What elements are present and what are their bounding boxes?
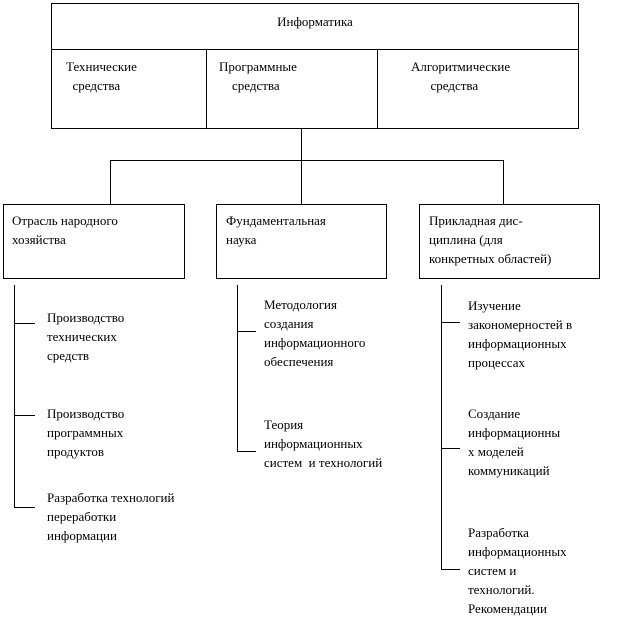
branch-title-economy: Отрасль народного хозяйства — [12, 213, 118, 247]
branch-title-fundamental: Фундаментальная наука — [226, 213, 326, 247]
top-column-technical: Технические средства — [66, 59, 137, 93]
branch-box — [3, 204, 185, 279]
branch-item: Разработка технологий переработки информ… — [47, 490, 175, 543]
top-column-algorithmic: Алгоритмические средства — [411, 59, 511, 93]
branch-box — [216, 204, 387, 279]
branch-item: Производство технических средств — [47, 310, 125, 363]
top-title: Информатика — [277, 14, 353, 29]
top-column-software: Программные средства — [219, 59, 297, 93]
branch-box — [419, 204, 600, 279]
top-box — [51, 3, 579, 129]
branch-title-applied: Прикладная дис- циплина (для конкретных … — [429, 213, 552, 266]
branch-item: Методология создания информационного обе… — [264, 297, 366, 369]
branch-item: Производство программных продуктов — [47, 406, 125, 459]
branch-item: Разработка информационных систем и техно… — [468, 525, 567, 616]
branch-item: Теория информационных систем и технологи… — [264, 417, 383, 470]
branch-item: Создание информационны х моделей коммуни… — [468, 406, 561, 478]
branch-item: Изучение закономерностей в информационны… — [468, 298, 573, 370]
